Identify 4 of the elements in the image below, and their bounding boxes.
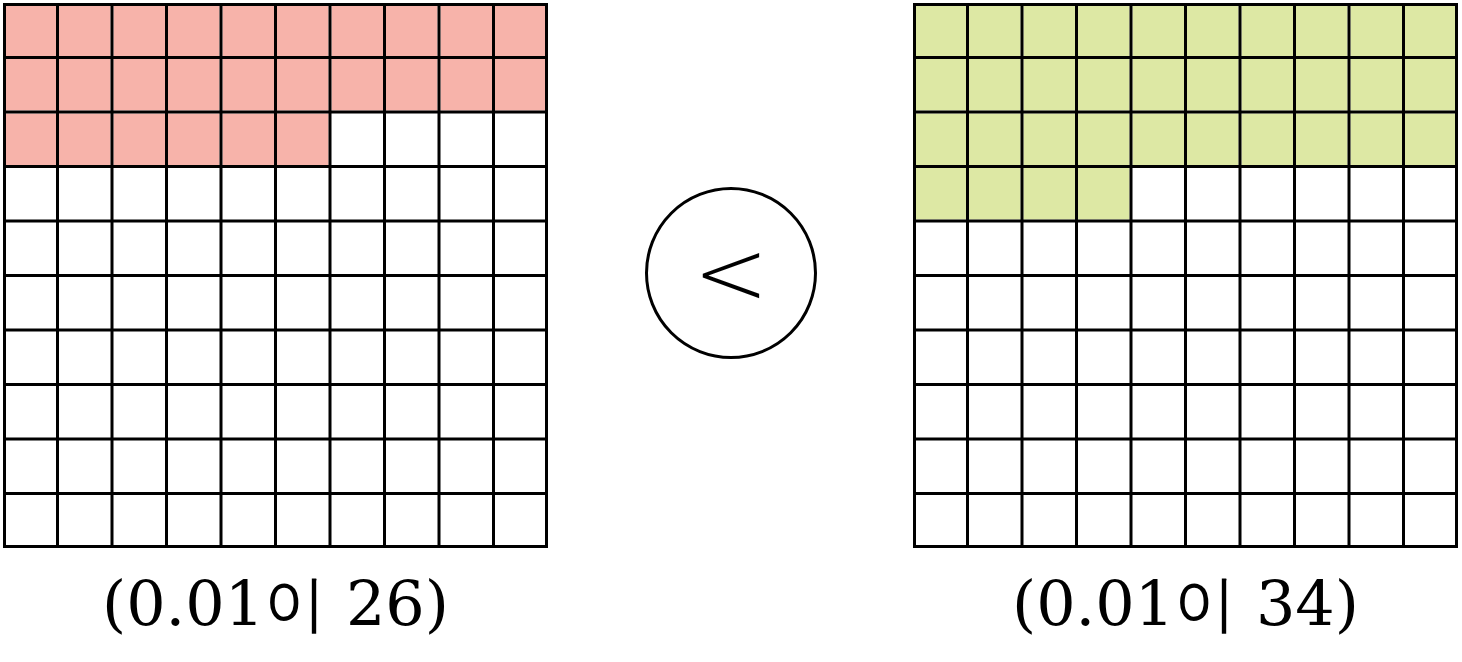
comparison-circle [645, 187, 817, 359]
grid-label: (0.01이 34) [1012, 573, 1359, 635]
less-than-sign: < [693, 228, 769, 318]
grid-label: (0.01이 26) [102, 573, 449, 635]
